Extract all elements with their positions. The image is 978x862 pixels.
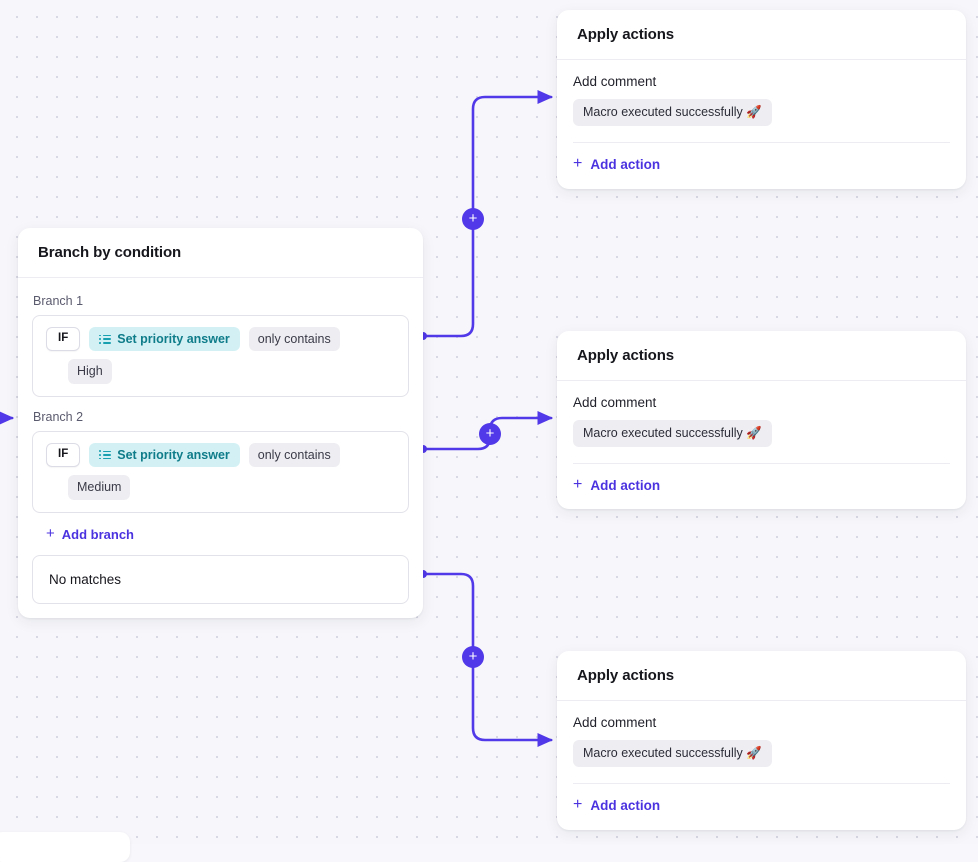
apply-actions-3-add-action-button[interactable]: + Add action bbox=[557, 784, 661, 814]
add-step-on-edge-branch-1[interactable]: + bbox=[462, 208, 484, 230]
branch-2-field-chip[interactable]: Set priority answer bbox=[89, 442, 240, 468]
list-icon bbox=[99, 450, 112, 460]
apply-actions-2-divider bbox=[573, 463, 950, 464]
apply-actions-1-body: Add comment Macro executed successfully … bbox=[557, 60, 966, 143]
plus-icon: + bbox=[573, 796, 583, 813]
edge-branch-1-to-action-1 bbox=[419, 89, 554, 340]
branch-1-value-chip[interactable]: High bbox=[68, 359, 112, 384]
apply-actions-1-add-action-button[interactable]: + Add action bbox=[557, 143, 661, 173]
add-branch-label: Add branch bbox=[61, 526, 134, 542]
branch-1-value-row: High bbox=[46, 359, 395, 384]
branch-1-field-chip[interactable]: Set priority answer bbox=[89, 327, 240, 352]
add-step-on-edge-branch-2[interactable]: + bbox=[479, 423, 501, 445]
canvas-bottom-toolbar[interactable] bbox=[0, 832, 130, 862]
branch-1-if-button[interactable]: IF bbox=[46, 327, 81, 351]
apply-actions-1-header: Apply actions bbox=[557, 10, 966, 60]
branch-1-condition-box[interactable]: IF Set priority answer only contains Hig… bbox=[32, 315, 409, 397]
apply-actions-node-2[interactable]: Apply actions Add comment Macro executed… bbox=[557, 331, 966, 509]
apply-actions-1-add-action-label: Add action bbox=[590, 157, 661, 172]
apply-actions-2-header: Apply actions bbox=[557, 331, 966, 381]
branch-1-field-label: Set priority answer bbox=[117, 332, 230, 346]
apply-actions-3-title: Apply actions bbox=[577, 667, 675, 684]
branch-node-header: Branch by condition bbox=[18, 228, 423, 278]
apply-actions-node-3[interactable]: Apply actions Add comment Macro executed… bbox=[557, 651, 966, 830]
branch-2-operator-chip[interactable]: only contains bbox=[248, 442, 340, 468]
branch-node-title: Branch by condition bbox=[38, 244, 182, 261]
apply-actions-3-body: Add comment Macro executed successfully … bbox=[557, 701, 966, 784]
no-matches-box[interactable]: No matches bbox=[32, 554, 409, 604]
list-icon bbox=[99, 334, 112, 344]
apply-actions-2-body: Add comment Macro executed successfully … bbox=[557, 381, 966, 464]
add-step-on-edge-no-matches[interactable]: + bbox=[462, 646, 484, 668]
apply-actions-3-divider bbox=[573, 783, 950, 784]
branch-1-label: Branch 1 bbox=[33, 294, 84, 308]
apply-actions-3-action-label: Add comment bbox=[573, 715, 657, 730]
apply-actions-1-action-label: Add comment bbox=[573, 74, 657, 89]
apply-actions-2-title: Apply actions bbox=[577, 347, 675, 364]
branch-by-condition-node[interactable]: Branch by condition Branch 1 IF Set prio… bbox=[18, 228, 423, 618]
branch-1-operator-chip[interactable]: only contains bbox=[248, 327, 340, 352]
apply-actions-2-add-action-button[interactable]: + Add action bbox=[557, 464, 661, 494]
branch-2-if-button[interactable]: IF bbox=[46, 443, 81, 467]
apply-actions-2-comment-chip[interactable]: Macro executed successfully 🚀 bbox=[573, 420, 772, 447]
no-matches-label: No matches bbox=[49, 571, 122, 587]
apply-actions-2-add-action-label: Add action bbox=[590, 478, 661, 493]
apply-actions-1-title: Apply actions bbox=[577, 26, 675, 43]
apply-actions-3-header: Apply actions bbox=[557, 651, 966, 701]
branch-2-value-row: Medium bbox=[46, 475, 395, 500]
branch-2-condition-box[interactable]: IF Set priority answer only contains Med… bbox=[32, 430, 409, 513]
apply-actions-3-comment-chip[interactable]: Macro executed successfully 🚀 bbox=[573, 740, 772, 767]
plus-icon: + bbox=[46, 525, 55, 542]
branch-2-label: Branch 2 bbox=[33, 409, 84, 424]
apply-actions-2-action-label: Add comment bbox=[573, 395, 657, 410]
plus-icon: + bbox=[573, 476, 583, 493]
branch-2-value-chip[interactable]: Medium bbox=[68, 475, 131, 500]
plus-icon: + bbox=[573, 155, 583, 172]
apply-actions-node-1[interactable]: Apply actions Add comment Macro executed… bbox=[557, 10, 966, 189]
apply-actions-1-divider bbox=[573, 142, 950, 143]
edge-no-matches-to-action-3 bbox=[419, 570, 554, 748]
branch-node-body: Branch 1 IF Set priority answer only con… bbox=[18, 278, 423, 618]
branch-2-field-label: Set priority answer bbox=[117, 447, 230, 462]
add-branch-button[interactable]: + Add branch bbox=[46, 525, 134, 542]
apply-actions-1-comment-chip[interactable]: Macro executed successfully 🚀 bbox=[573, 99, 772, 126]
apply-actions-3-add-action-label: Add action bbox=[590, 798, 661, 813]
